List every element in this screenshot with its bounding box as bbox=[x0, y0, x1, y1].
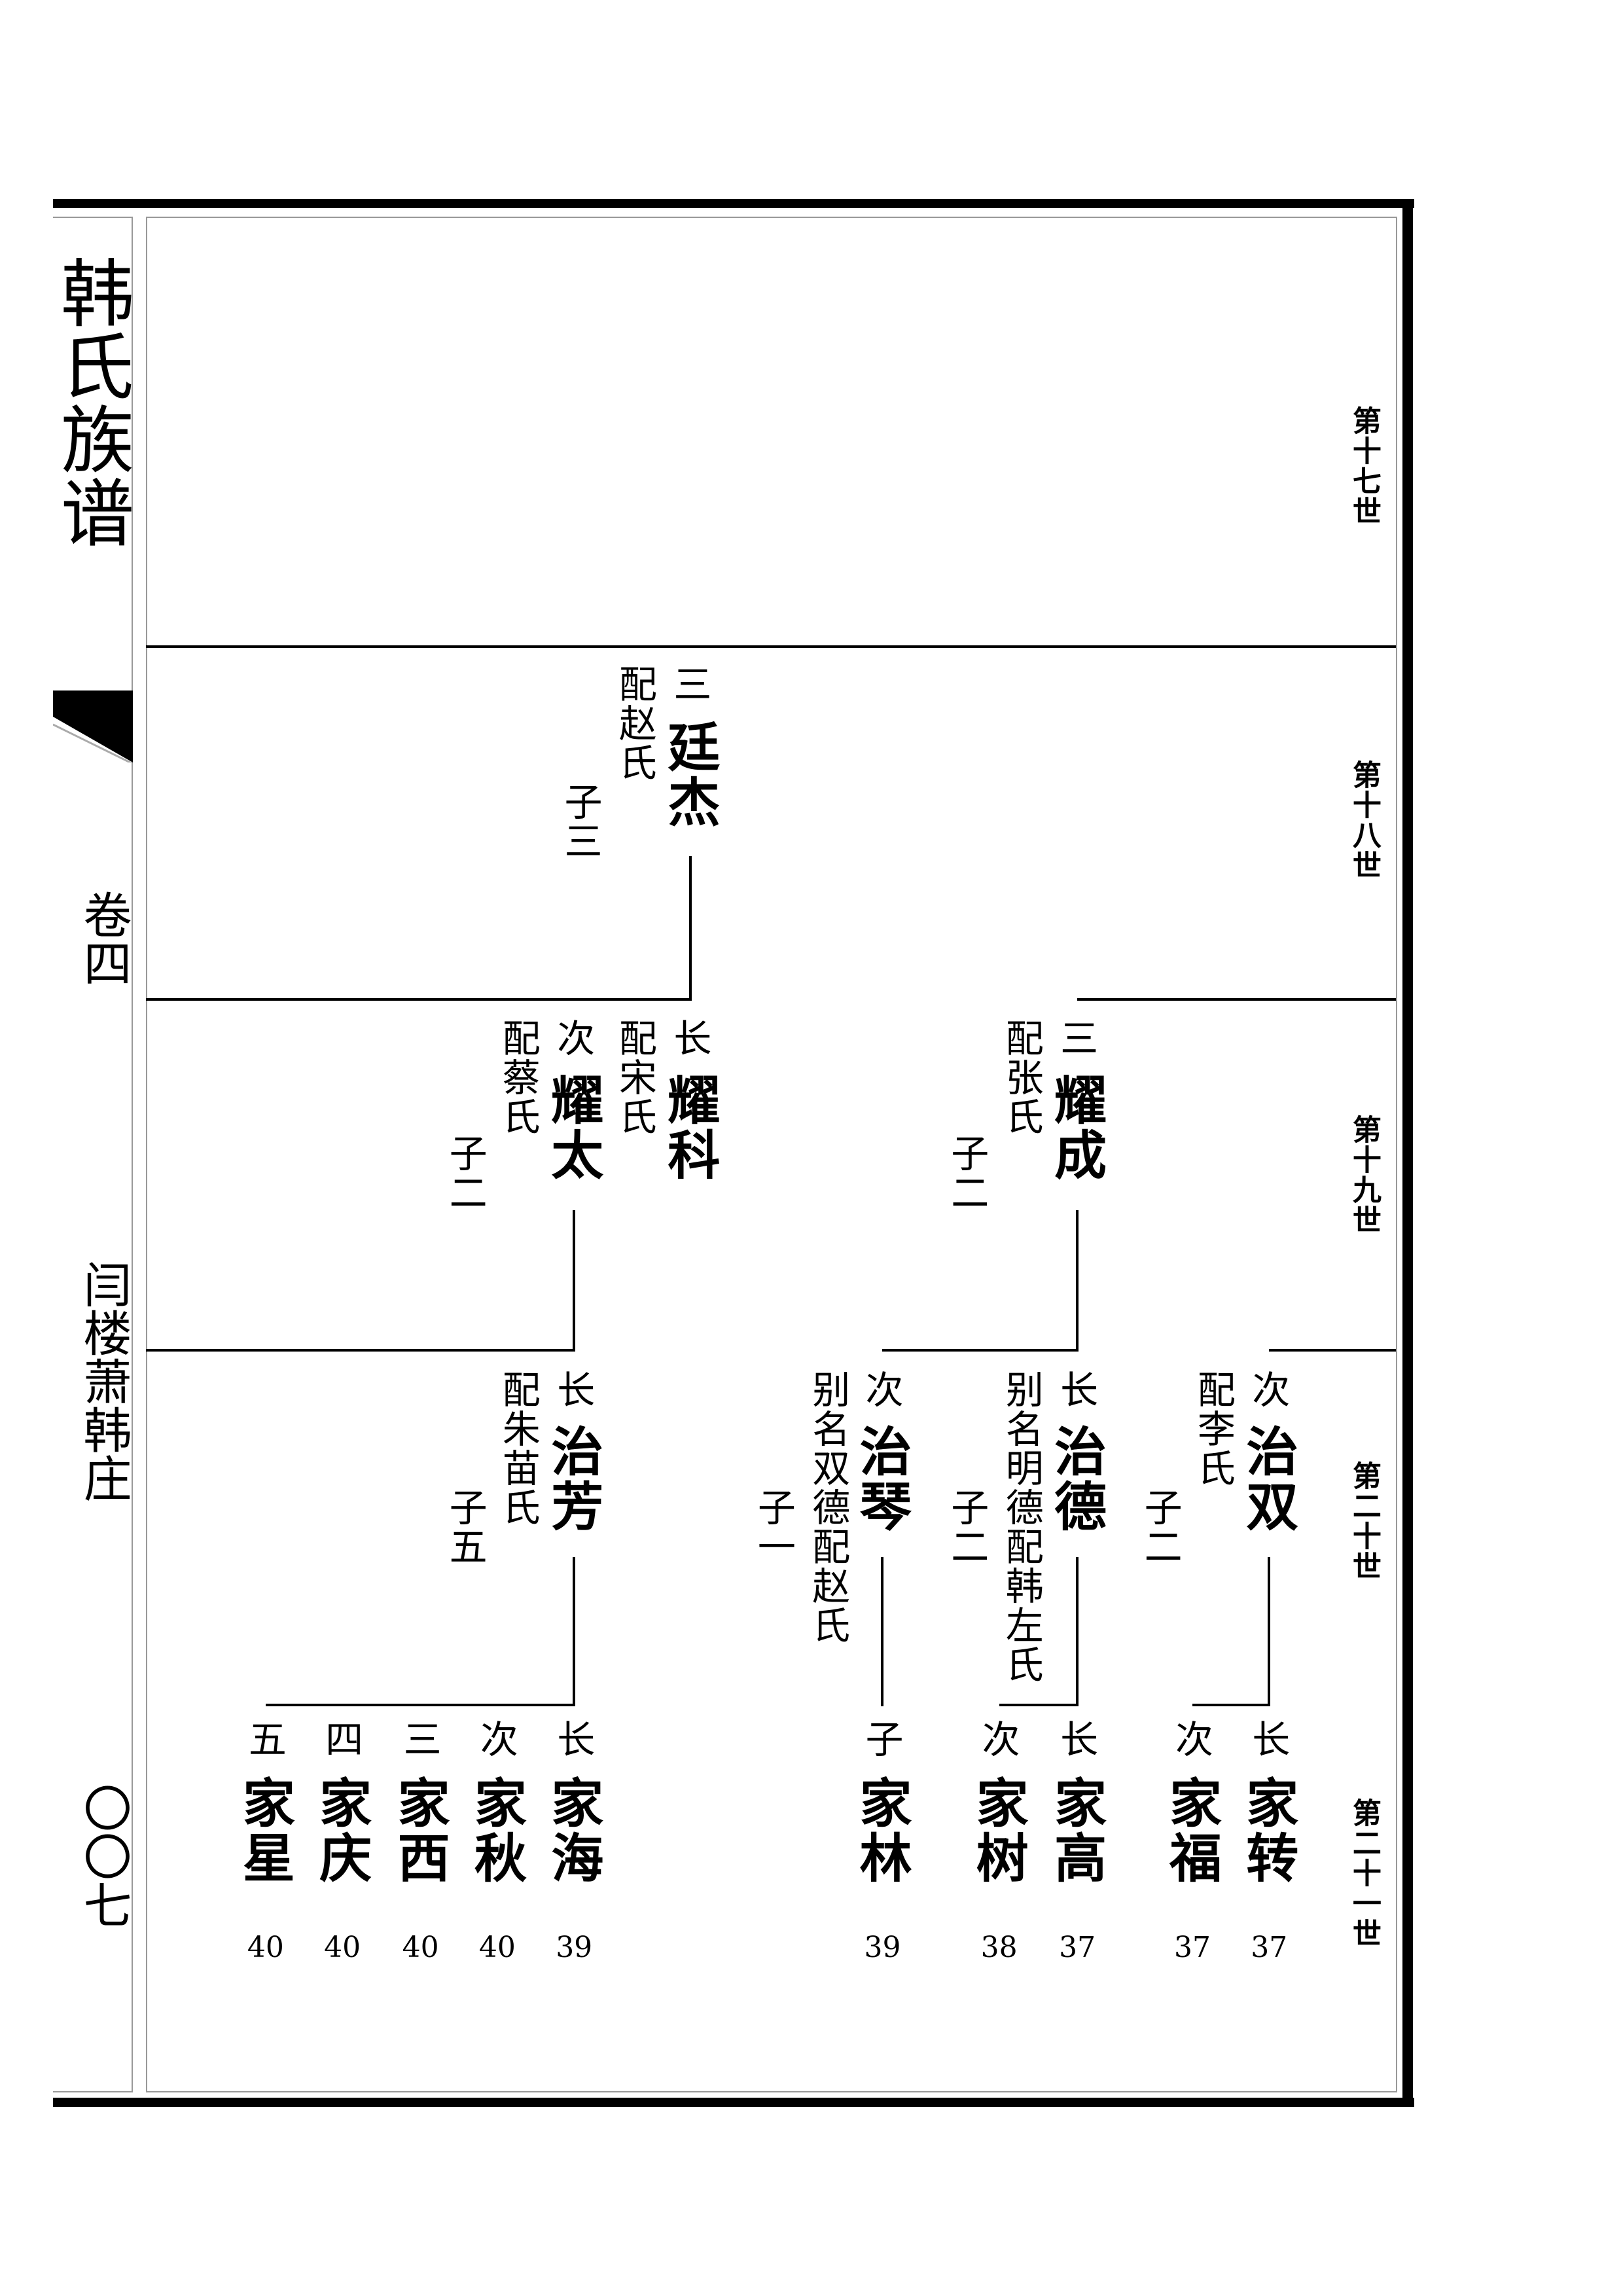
generation-label: 第十九世 bbox=[1347, 1114, 1381, 1235]
person-sons: 子二 bbox=[944, 1488, 990, 1567]
person-rank: 次 bbox=[859, 1369, 904, 1409]
connector-line bbox=[573, 1210, 576, 1352]
person-rank: 次 bbox=[550, 1018, 596, 1058]
person-name: 廷杰 bbox=[659, 720, 721, 831]
person-name: 家树 bbox=[967, 1775, 1029, 1886]
connector-line bbox=[1076, 1210, 1079, 1352]
person-name: 家福 bbox=[1161, 1775, 1222, 1886]
person-name: 家秋 bbox=[465, 1775, 527, 1886]
person-name: 家庆 bbox=[311, 1775, 372, 1886]
person-name: 家高 bbox=[1046, 1775, 1107, 1886]
person-name: 治双 bbox=[1238, 1424, 1299, 1535]
generation-label: 第二十世 bbox=[1347, 1461, 1381, 1582]
person-number: 38 bbox=[980, 1930, 1018, 1964]
connector-line bbox=[689, 855, 692, 1001]
person-spouse: 别名双德配赵氏 bbox=[806, 1369, 851, 1645]
book-title: 韩氏族谱 bbox=[48, 255, 134, 548]
person-spouse: 配宋氏 bbox=[612, 1018, 657, 1136]
person-name: 耀科 bbox=[659, 1073, 721, 1183]
connector-line bbox=[146, 997, 692, 1001]
person-name: 家转 bbox=[1238, 1775, 1299, 1886]
outer-frame-top bbox=[53, 199, 1414, 208]
person-name: 家海 bbox=[543, 1775, 604, 1886]
connector-line bbox=[1269, 1349, 1396, 1352]
person-rank: 长 bbox=[667, 1018, 712, 1058]
fishtail-mark bbox=[53, 691, 133, 762]
person-spouse: 配蔡氏 bbox=[495, 1018, 541, 1136]
person-rank: 三 bbox=[1054, 1018, 1099, 1058]
generation-label: 第十八世 bbox=[1347, 760, 1381, 881]
person-rank: 次 bbox=[1245, 1369, 1291, 1409]
connector-line bbox=[1076, 1557, 1079, 1706]
connector-line bbox=[146, 1349, 576, 1352]
person-sons: 子三 bbox=[558, 782, 603, 861]
connector-line bbox=[1077, 997, 1396, 1001]
person-spouse: 配张氏 bbox=[999, 1018, 1044, 1136]
person-rank: 长 bbox=[1054, 1719, 1099, 1759]
person-rank: 五 bbox=[241, 1719, 287, 1759]
volume-label: 卷四 bbox=[75, 890, 132, 987]
outer-frame-right bbox=[1402, 199, 1413, 2107]
connector-line bbox=[999, 1703, 1079, 1706]
generation-label: 第十七世 bbox=[1347, 406, 1381, 527]
person-rank: 三 bbox=[667, 664, 712, 704]
person-number: 39 bbox=[556, 1930, 593, 1964]
connector-line bbox=[881, 1557, 884, 1706]
sidebar-divider bbox=[132, 217, 133, 2092]
person-sons: 子一 bbox=[751, 1488, 796, 1567]
person-rank: 次 bbox=[975, 1719, 1020, 1759]
person-number: 37 bbox=[1251, 1930, 1288, 1964]
generation-label: 第二十一世 bbox=[1347, 1797, 1381, 1948]
village-label: 闫楼萧韩庄 bbox=[75, 1260, 132, 1502]
person-spouse: 配朱苗氏 bbox=[495, 1369, 541, 1527]
outer-frame-bottom bbox=[53, 2098, 1414, 2107]
person-spouse: 别名明德配韩左氏 bbox=[999, 1369, 1044, 1684]
person-name: 耀成 bbox=[1046, 1073, 1107, 1183]
person-rank: 三 bbox=[397, 1719, 442, 1759]
person-sons: 子二 bbox=[944, 1133, 990, 1212]
person-name: 耀太 bbox=[543, 1073, 604, 1183]
person-rank: 次 bbox=[473, 1719, 518, 1759]
person-name: 家林 bbox=[851, 1775, 912, 1886]
connector-line bbox=[573, 1557, 576, 1706]
person-name: 家星 bbox=[234, 1775, 295, 1886]
person-spouse: 配李氏 bbox=[1190, 1369, 1236, 1488]
connector-line bbox=[265, 1703, 576, 1706]
person-name: 治德 bbox=[1046, 1424, 1107, 1535]
connector-line bbox=[146, 645, 1396, 648]
person-sons: 子五 bbox=[442, 1488, 488, 1567]
person-name: 治琴 bbox=[851, 1424, 912, 1535]
connector-line bbox=[1192, 1703, 1271, 1706]
sidebar-top-line bbox=[53, 217, 133, 218]
connector-line bbox=[1268, 1557, 1271, 1706]
person-spouse: 配赵氏 bbox=[612, 664, 657, 782]
person-rank: 长 bbox=[1054, 1369, 1099, 1409]
person-rank: 子 bbox=[859, 1719, 904, 1759]
person-rank: 长 bbox=[550, 1719, 596, 1759]
person-sons: 子二 bbox=[1137, 1488, 1183, 1567]
person-number: 40 bbox=[247, 1930, 284, 1964]
person-number: 39 bbox=[864, 1930, 901, 1964]
sidebar-bottom-line bbox=[53, 2091, 133, 2092]
person-number: 40 bbox=[402, 1930, 439, 1964]
connector-line bbox=[882, 1349, 1079, 1352]
person-number: 37 bbox=[1174, 1930, 1211, 1964]
inner-frame bbox=[146, 217, 1397, 2092]
person-rank: 长 bbox=[1245, 1719, 1291, 1759]
person-sons: 子二 bbox=[442, 1133, 488, 1212]
person-number: 40 bbox=[478, 1930, 516, 1964]
person-rank: 次 bbox=[1169, 1719, 1214, 1759]
person-rank: 长 bbox=[550, 1369, 596, 1409]
person-name: 家西 bbox=[389, 1775, 450, 1886]
person-rank: 四 bbox=[319, 1719, 364, 1759]
person-number: 37 bbox=[1059, 1930, 1096, 1964]
person-number: 40 bbox=[324, 1930, 361, 1964]
page-number: 〇〇七 bbox=[75, 1784, 132, 1929]
person-name: 治芳 bbox=[543, 1424, 604, 1535]
